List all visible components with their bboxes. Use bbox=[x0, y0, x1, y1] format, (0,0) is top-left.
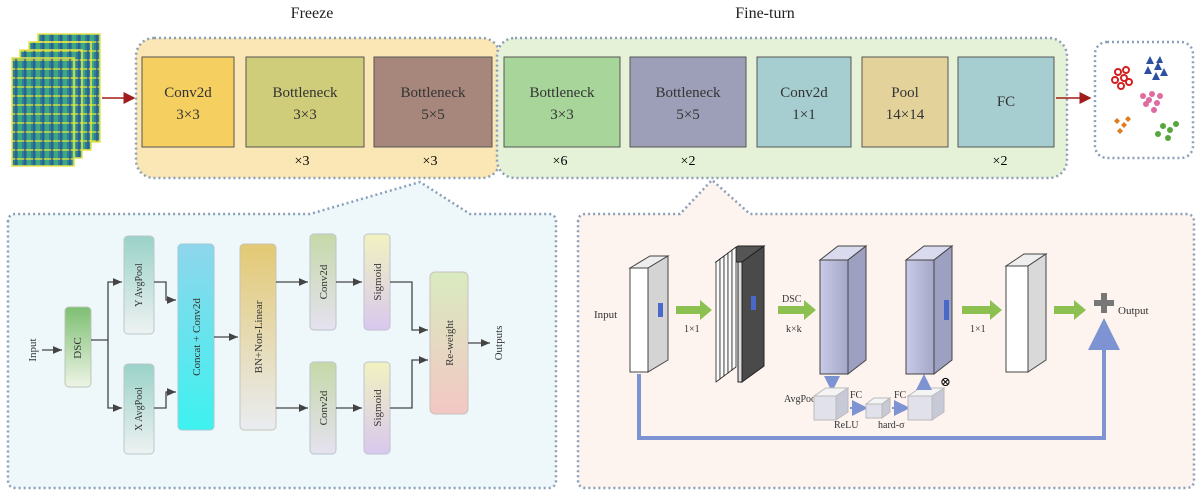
ir-arrow-2 bbox=[778, 300, 816, 320]
block-conv2d-b-title: Conv2d bbox=[780, 85, 828, 101]
cluster-scatter bbox=[1111, 56, 1179, 141]
ir-skip-connection bbox=[637, 318, 1120, 440]
ir-output-label: Output bbox=[1118, 305, 1149, 317]
ir-dw-tensor bbox=[819, 259, 849, 375]
ca-concat-conv-label: Concat + Conv2d bbox=[191, 298, 203, 376]
ir-hard-sigma-label: hard-σ bbox=[878, 420, 905, 431]
block-bottleneck-b: Bottleneck 5×5 bbox=[373, 56, 493, 148]
block-bottleneck-b-size: 5×5 bbox=[421, 107, 444, 123]
block-fc: FC bbox=[957, 56, 1055, 148]
ca-x-avgpool-block bbox=[123, 363, 155, 455]
ca-sigmoid-bottom-label: Sigmoid bbox=[372, 389, 384, 427]
block-conv2d-b-rect bbox=[756, 56, 852, 148]
ca-bn-label: BN+Non-Linear bbox=[253, 300, 265, 373]
freeze-label: Freeze bbox=[291, 5, 334, 22]
ca-conv-top-label: Conv2d bbox=[318, 264, 330, 299]
ca-dsc-block bbox=[64, 306, 92, 388]
block-pool-size: 14×14 bbox=[886, 107, 925, 123]
block-conv2d-a-rect bbox=[141, 56, 235, 148]
ca-reweight-label: Re-weight bbox=[444, 320, 456, 366]
ir-dsc-label: DSC bbox=[782, 294, 802, 305]
bottleneck-detail-panel bbox=[576, 178, 1196, 490]
block-fc-rect bbox=[957, 56, 1055, 148]
ir-avgpool-label: AvgPool bbox=[784, 394, 819, 405]
block-bottleneck-a-title: Bottleneck bbox=[273, 85, 338, 101]
multiplier-bottleneck-b: ×3 bbox=[423, 154, 438, 169]
ca-input-label: Input bbox=[27, 338, 39, 361]
inverted-residual-diagram: Input 1×1 DSC k×k bbox=[594, 244, 1149, 440]
ir-fc2-label: FC bbox=[894, 390, 907, 401]
block-bottleneck-a-size: 3×3 bbox=[293, 107, 316, 123]
finetune-label: Fine-turn bbox=[735, 5, 795, 22]
block-bottleneck-b-rect bbox=[373, 56, 493, 148]
block-conv2d-b: Conv2d 1×1 bbox=[756, 56, 852, 148]
block-pool: Pool 14×14 bbox=[861, 56, 949, 148]
block-bottleneck-d-size: 5×5 bbox=[676, 107, 699, 123]
ir-multiply-symbol: ⊗ bbox=[940, 374, 951, 389]
block-bottleneck-c-title: Bottleneck bbox=[530, 85, 595, 101]
ir-arrow-1 bbox=[676, 300, 712, 320]
multiplier-bottleneck-d: ×2 bbox=[681, 154, 696, 169]
ir-fc1-label: FC bbox=[850, 390, 863, 401]
ir-input-tensor bbox=[629, 267, 649, 373]
ir-add-icon bbox=[1094, 293, 1114, 313]
ir-expanded-stack bbox=[714, 245, 766, 383]
block-bottleneck-a: Bottleneck 3×3 bbox=[245, 56, 365, 148]
ir-arrow-4 bbox=[1054, 300, 1086, 320]
ir-se-tensor bbox=[905, 259, 935, 375]
block-bottleneck-d: Bottleneck 5×5 bbox=[629, 56, 747, 148]
ca-y-avgpool-block bbox=[123, 235, 155, 335]
ir-output-tensor bbox=[1005, 265, 1029, 373]
block-conv2d-a: Conv2d 3×3 bbox=[141, 56, 235, 148]
ca-x-avgpool-label: X AvgPool bbox=[134, 387, 145, 431]
ir-se-scale-block bbox=[907, 395, 933, 421]
ca-dsc-label: DSC bbox=[72, 337, 84, 358]
input-heatmap-stack bbox=[11, 33, 101, 167]
ir-kxk-label: k×k bbox=[786, 324, 802, 335]
block-fc-title: FC bbox=[997, 94, 1015, 110]
block-bottleneck-c-rect bbox=[503, 56, 621, 148]
block-bottleneck-d-title: Bottleneck bbox=[656, 85, 721, 101]
ca-conv-bottom-label: Conv2d bbox=[318, 390, 330, 425]
ir-conv1-label: 1×1 bbox=[684, 324, 700, 335]
ca-sigmoid-top-label: Sigmoid bbox=[372, 263, 384, 301]
block-bottleneck-a-rect bbox=[245, 56, 365, 148]
coordinate-attention-diagram: Input DSC Y AvgPool X AvgPool Concat + C… bbox=[27, 233, 505, 455]
ir-conv2-label: 1×1 bbox=[970, 324, 986, 335]
ir-se-fc-block bbox=[865, 403, 883, 419]
ca-outputs-label: Outputs bbox=[493, 326, 505, 361]
ir-input-label: Input bbox=[594, 309, 617, 321]
multiplier-bottleneck-a: ×3 bbox=[295, 154, 310, 169]
block-conv2d-a-title: Conv2d bbox=[164, 85, 212, 101]
ir-se-pool-block bbox=[813, 395, 837, 421]
ca-bn-block bbox=[239, 243, 277, 431]
block-bottleneck-c-size: 3×3 bbox=[550, 107, 573, 123]
backbone-blocks: Conv2d3×3Bottleneck3×3Bottleneck5×5Bottl… bbox=[141, 56, 1055, 148]
block-pool-title: Pool bbox=[891, 85, 919, 101]
ir-relu-label: ReLU bbox=[834, 420, 859, 431]
block-pool-rect bbox=[861, 56, 949, 148]
multiplier-fc: ×2 bbox=[993, 154, 1008, 169]
cluster-output-box bbox=[1093, 40, 1195, 160]
ca-y-avgpool-label: Y AvgPool bbox=[134, 263, 145, 307]
block-conv2d-b-size: 1×1 bbox=[792, 107, 815, 123]
multiplier-bottleneck-c: ×6 bbox=[553, 154, 568, 169]
block-bottleneck-d-rect bbox=[629, 56, 747, 148]
ir-arrow-3 bbox=[962, 300, 1002, 320]
block-bottleneck-b-title: Bottleneck bbox=[401, 85, 466, 101]
block-conv2d-a-size: 3×3 bbox=[176, 107, 199, 123]
block-bottleneck-c: Bottleneck 3×3 bbox=[503, 56, 621, 148]
